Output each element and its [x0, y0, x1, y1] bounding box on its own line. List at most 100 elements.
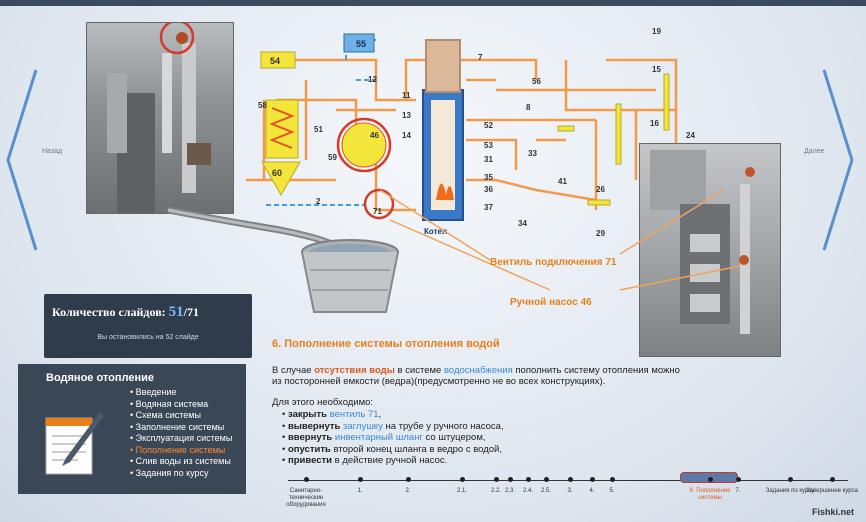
svg-text:58: 58	[258, 101, 267, 110]
step-rest: на трубе у ручного насоса,	[382, 420, 504, 432]
steps-list: закрыть вентиль 71, вывернуть заглушку н…	[282, 409, 504, 467]
svg-text:59: 59	[328, 153, 337, 162]
svg-text:55: 55	[356, 39, 366, 49]
step-verb: привести	[287, 455, 332, 467]
callout-lines	[380, 190, 741, 291]
timeline-item-5[interactable]: 5.	[582, 476, 642, 495]
step-rest: ,	[378, 409, 382, 420]
svg-text:2: 2	[316, 197, 321, 206]
svg-text:12: 12	[368, 75, 377, 84]
step-item: ввернуть инвентарный шланг со штуцером,	[282, 432, 504, 444]
timeline-item-2-3[interactable]: 2.3.	[480, 476, 540, 495]
prev-label[interactable]: Назад	[42, 148, 63, 155]
svg-text:56: 56	[532, 77, 541, 86]
boiler-photo-right	[639, 143, 781, 357]
step-item: вывернуть заглушку на трубе у ручного на…	[282, 421, 504, 433]
step-rest: со штуцером,	[422, 432, 486, 444]
timeline-label: Санитарно-технические оборудования	[286, 488, 326, 508]
next-label[interactable]: Далее	[804, 148, 825, 155]
watermark: Fishki.net	[812, 507, 855, 517]
svg-text:46: 46	[370, 131, 379, 140]
step-verb: закрыть	[287, 409, 328, 420]
svg-text:36: 36	[484, 185, 493, 194]
svg-text:31: 31	[484, 155, 493, 164]
timeline-item-2-4[interactable]: 2.4.	[498, 476, 558, 495]
slide-counter-title: Количество слайдов: 51/71	[52, 304, 248, 321]
timeline-item-2-5[interactable]: 2.5.	[516, 476, 576, 495]
boiler-photo-left	[86, 22, 234, 214]
timeline-item-7[interactable]: 7.	[708, 476, 768, 495]
timeline-label: 2.2.	[490, 488, 501, 494]
valve-71-link[interactable]: вентиль 71	[329, 409, 379, 420]
section-heading: 6. Пополнение системы отопления водой	[272, 338, 500, 350]
svg-text:41: 41	[558, 177, 567, 186]
svg-text:34: 34	[518, 219, 527, 228]
svg-text:7: 7	[478, 53, 483, 62]
svg-text:29: 29	[596, 229, 605, 238]
timeline-item-sanitary[interactable]: Санитарно-технические оборудования	[276, 476, 336, 509]
svg-text:11: 11	[402, 91, 411, 100]
menu-item-system-scheme[interactable]: Схема системы	[130, 410, 232, 422]
timeline-item-finish[interactable]: Завершение курса	[802, 476, 862, 495]
timeline-label: Задания по курсу	[765, 488, 815, 494]
svg-text:19: 19	[652, 27, 661, 36]
svg-text:52: 52	[484, 121, 493, 130]
water-supply-link[interactable]: водоснабжения	[443, 365, 513, 376]
step-verb: вывернуть	[287, 420, 341, 432]
timeline-label: 2.4.	[522, 488, 533, 494]
svg-text:14: 14	[402, 131, 411, 140]
timeline-item-2-2[interactable]: 2.2.	[466, 476, 526, 495]
valve-callout: Вентиль подключения 71	[490, 257, 617, 268]
menu-item-operation[interactable]: Эксплуатация системы	[130, 433, 233, 445]
slide-counter-panel: Количество слайдов: 51/71 Вы остановилис…	[44, 294, 252, 358]
chevron-left-icon	[6, 69, 38, 251]
step-item: опустить второй конец шланга в ведро с в…	[282, 444, 504, 456]
slide-current: 51	[168, 304, 184, 320]
step-item: закрыть вентиль 71,	[282, 409, 504, 421]
timeline-item-4[interactable]: 4.	[562, 476, 622, 495]
slide-counter-label: Количество слайдов:	[52, 305, 166, 319]
menu-title: Водяное отопление	[46, 372, 154, 384]
svg-text:15: 15	[652, 65, 661, 74]
svg-text:51: 51	[314, 125, 323, 134]
timeline-item-6[interactable]: 6. Пополнение системы	[680, 476, 740, 502]
menu-item-water-system[interactable]: Водяная система	[130, 399, 232, 411]
paragraph-text: В случае	[272, 365, 315, 376]
timeline-item-3[interactable]: 3.	[540, 476, 600, 495]
menu-item-drain[interactable]: Слив воды из системы	[130, 456, 232, 468]
next-slide-button[interactable]	[814, 60, 860, 260]
step-verb: опустить	[287, 443, 331, 455]
timeline-item-2[interactable]: 2.	[378, 476, 438, 495]
timeline-label: 5.	[609, 488, 615, 494]
svg-text:8: 8	[526, 103, 531, 112]
section-paragraph: В случае отсутствия воды в системе водос…	[272, 365, 692, 387]
menu-item-intro[interactable]: Введение	[130, 387, 232, 399]
menu-item-tasks[interactable]: Задания по курсу	[130, 468, 232, 480]
step-item: привести в действие ручной насос.	[282, 455, 504, 467]
menu-item-filling[interactable]: Заполнение системы	[130, 422, 232, 434]
highlight-circle-icon	[159, 23, 195, 55]
svg-text:35: 35	[484, 173, 493, 182]
timeline-label: 2.1.	[456, 488, 467, 494]
hose-link[interactable]: инвентарный шланг	[334, 432, 423, 444]
heating-system-diagram: Котел 54 55 60 46 71 58 51 59 2 12 11 13…	[236, 20, 706, 240]
timeline-label: Завершение курса	[806, 488, 858, 494]
svg-text:24: 24	[686, 131, 695, 140]
svg-text:16: 16	[650, 119, 659, 128]
timeline-label: 2.	[405, 488, 411, 494]
chevron-right-icon	[822, 69, 854, 251]
timeline-item-tasks[interactable]: Задания по курсу	[760, 476, 820, 495]
timeline-item-1[interactable]: 1.	[330, 476, 390, 495]
timeline-item-2-1[interactable]: 2.1.	[432, 476, 492, 495]
no-water-highlight: отсутствия воды	[314, 365, 395, 376]
timeline-label: 2.3.	[504, 488, 515, 494]
plug-link[interactable]: заглушку	[343, 420, 383, 432]
svg-text:60: 60	[272, 168, 282, 178]
prev-slide-button[interactable]	[0, 60, 46, 260]
timeline-label: 6. Пополнение системы	[689, 488, 731, 501]
svg-text:53: 53	[484, 141, 493, 150]
menu-item-replenish[interactable]: Пополнение системы	[130, 445, 232, 457]
paragraph-text: в системе	[394, 365, 444, 376]
timeline-label: 2.5.	[540, 488, 551, 494]
svg-text:26: 26	[596, 185, 605, 194]
